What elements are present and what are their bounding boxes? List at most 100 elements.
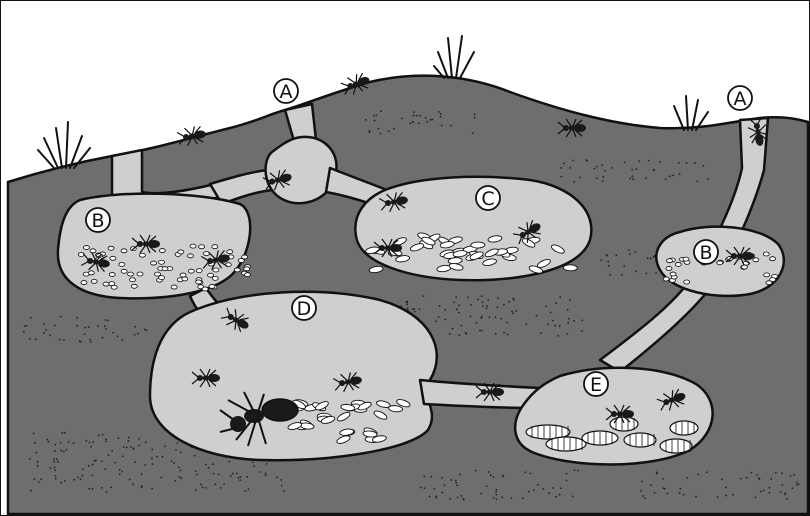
speckle-dot: [138, 438, 140, 440]
speckle-dot: [92, 488, 94, 490]
speckle-dot: [781, 472, 783, 474]
speckle-dot: [655, 272, 657, 274]
seed-icon: [741, 265, 747, 269]
speckle-dot: [419, 115, 421, 117]
speckle-dot: [461, 325, 463, 327]
speckle-dot: [775, 472, 777, 474]
speckle-dot: [413, 111, 415, 113]
speckle-dot: [474, 114, 476, 116]
speckle-dot: [444, 309, 446, 311]
seed-icon: [763, 252, 769, 256]
seed-icon: [244, 267, 250, 271]
speckle-dot: [265, 474, 267, 476]
speckle-dot: [89, 442, 91, 444]
speckle-dot: [54, 324, 56, 326]
speckle-dot: [568, 318, 570, 320]
speckle-dot: [758, 477, 760, 479]
larva-icon: [670, 421, 698, 435]
speckle-dot: [253, 465, 255, 467]
seed-icon: [180, 273, 186, 277]
label-d: D: [292, 296, 316, 320]
speckle-dot: [533, 489, 535, 491]
speckle-dot: [579, 177, 581, 179]
speckle-dot: [631, 175, 633, 177]
speckle-dot: [129, 479, 131, 481]
speckle-dot: [114, 462, 116, 464]
speckle-dot: [495, 316, 497, 318]
speckle-dot: [694, 162, 696, 164]
seed-icon: [663, 277, 669, 281]
speckle-dot: [180, 452, 182, 454]
speckle-dot: [59, 339, 61, 341]
speckle-dot: [457, 496, 459, 498]
seed-icon: [753, 258, 759, 262]
speckle-dot: [596, 166, 598, 168]
speckle-dot: [47, 441, 49, 443]
speckle-dot: [706, 471, 708, 473]
speckle-dot: [420, 486, 422, 488]
speckle-dot: [84, 333, 86, 335]
speckle-dot: [500, 318, 502, 320]
speckle-dot: [68, 441, 70, 443]
speckle-dot: [511, 310, 513, 312]
speckle-dot: [123, 446, 125, 448]
seed-icon: [178, 250, 184, 254]
speckle-dot: [424, 487, 426, 489]
speckle-dot: [470, 304, 472, 306]
label-b-left-text: B: [91, 210, 104, 232]
seed-icon: [683, 257, 689, 261]
speckle-dot: [230, 475, 232, 477]
speckle-dot: [84, 327, 86, 329]
speckle-dot: [793, 474, 795, 476]
speckle-dot: [141, 473, 143, 475]
speckle-dot: [215, 483, 217, 485]
seed-icon: [212, 245, 218, 249]
speckle-dot: [53, 458, 55, 460]
speckle-dot: [40, 478, 42, 480]
speckle-dot: [54, 469, 56, 471]
speckle-dot: [695, 496, 697, 498]
speckle-dot: [458, 304, 460, 306]
seed-icon: [213, 268, 219, 272]
speckle-dot: [653, 256, 655, 258]
speckle-dot: [683, 494, 685, 496]
speckle-dot: [280, 479, 282, 481]
speckle-dot: [90, 341, 92, 343]
speckle-dot: [525, 323, 527, 325]
speckle-dot: [418, 123, 420, 125]
speckle-dot: [80, 478, 82, 480]
speckle-dot: [419, 308, 421, 310]
speckle-dot: [686, 477, 688, 479]
speckle-dot: [145, 441, 147, 443]
speckle-dot: [607, 261, 609, 263]
speckle-dot: [449, 333, 451, 335]
speckle-dot: [511, 497, 513, 499]
speckle-dot: [196, 474, 198, 476]
speckle-dot: [650, 257, 652, 259]
speckle-dot: [90, 446, 92, 448]
speckle-dot: [276, 476, 278, 478]
seed-icon: [190, 244, 196, 248]
speckle-dot: [629, 178, 631, 180]
speckle-dot: [151, 488, 153, 490]
speckle-dot: [202, 486, 204, 488]
speckle-dot: [567, 322, 569, 324]
speckle-dot: [638, 160, 640, 162]
speckle-dot: [573, 181, 575, 183]
speckle-dot: [102, 337, 104, 339]
speckle-dot: [461, 495, 463, 497]
speckle-dot: [92, 474, 94, 476]
speckle-dot: [89, 339, 91, 341]
speckle-dot: [654, 492, 656, 494]
speckle-dot: [455, 482, 457, 484]
speckle-dot: [528, 491, 530, 493]
speckle-dot: [581, 319, 583, 321]
speckle-dot: [506, 322, 508, 324]
speckle-dot: [542, 488, 544, 490]
speckle-dot: [482, 305, 484, 307]
speckle-dot: [439, 305, 441, 307]
speckle-dot: [602, 180, 604, 182]
speckle-dot: [569, 167, 571, 169]
speckle-dot: [54, 466, 56, 468]
